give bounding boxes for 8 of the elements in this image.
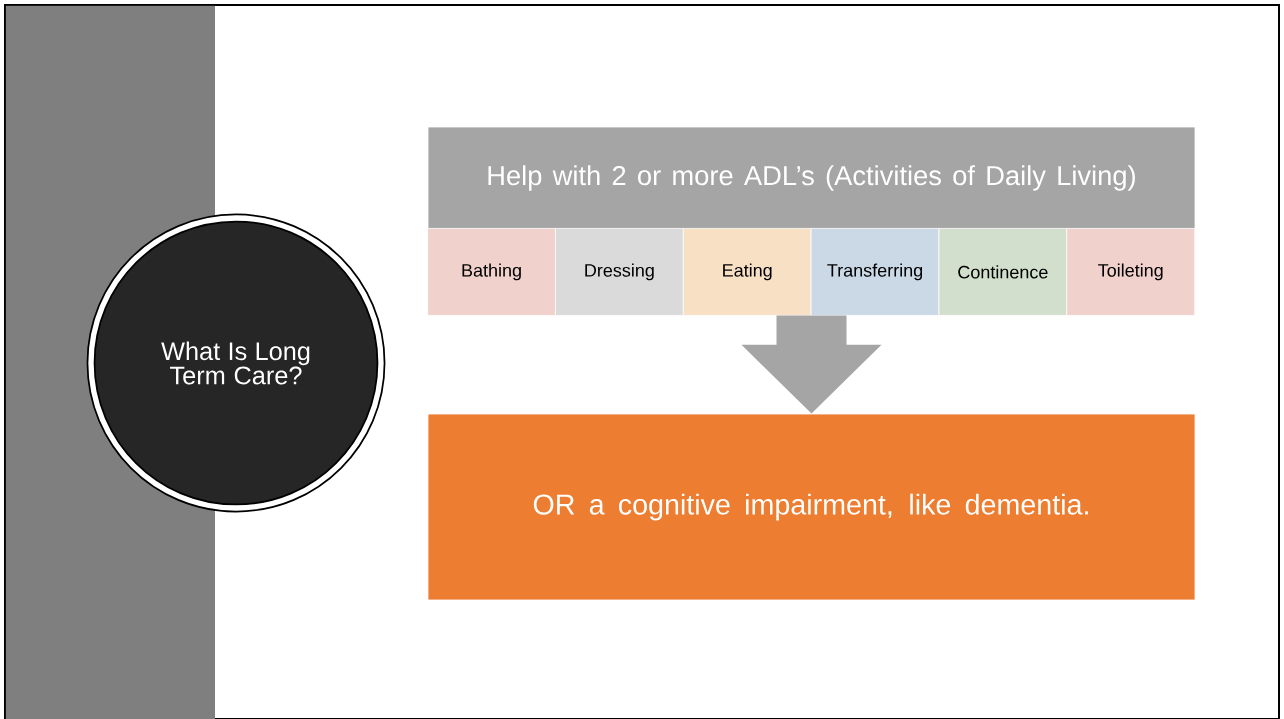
activity-cell: Toileting bbox=[1066, 228, 1195, 316]
block-arrow bbox=[741, 315, 882, 414]
activity-cell: Continence bbox=[938, 228, 1068, 316]
activity-cell: Dressing bbox=[555, 228, 684, 316]
activity-cell: Transferring bbox=[810, 228, 940, 316]
activity-cell: Bathing bbox=[427, 228, 556, 316]
condition-box: OR a cognitive impairment, like dementia. bbox=[427, 413, 1196, 601]
activity-cell: Eating bbox=[682, 228, 812, 316]
